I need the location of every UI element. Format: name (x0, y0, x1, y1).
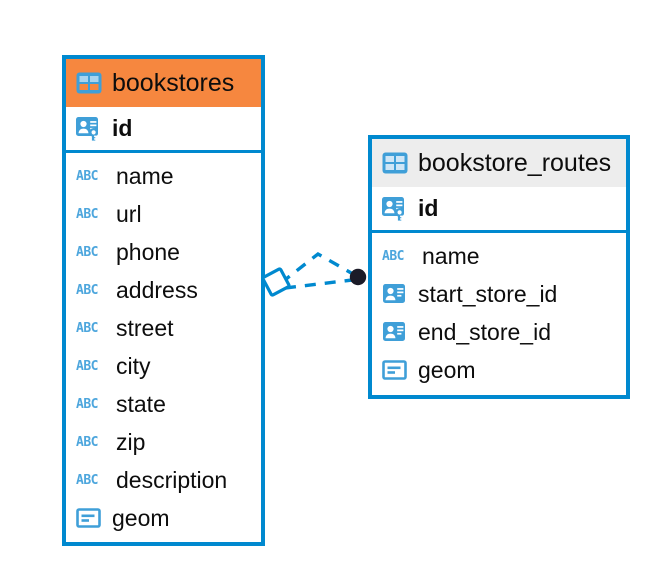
entity-bookstore-routes[interactable]: bookstore_routes (368, 135, 630, 399)
relationship-edge-lower (284, 278, 353, 290)
abc-text-icon: ABC (76, 168, 98, 184)
field-row-id[interactable]: id (372, 187, 626, 233)
table-icon (382, 152, 408, 174)
geometry-icon (76, 507, 102, 529)
field-row-geom[interactable]: geom (372, 351, 626, 389)
field-label: url (116, 200, 142, 227)
field-row-geom[interactable]: geom (66, 499, 261, 537)
field-row-address[interactable]: ABC address (66, 271, 261, 309)
entity-header-bookstore-routes[interactable]: bookstore_routes (372, 139, 626, 187)
field-list-bookstores: ABC name ABC url ABC phone ABC address A… (66, 153, 261, 539)
field-label: geom (418, 356, 476, 383)
abc-text-icon: ABC (76, 358, 98, 374)
field-row-name[interactable]: ABC name (372, 237, 626, 275)
field-row-phone[interactable]: ABC phone (66, 233, 261, 271)
field-label: street (116, 314, 174, 341)
entity-bookstores[interactable]: bookstores (62, 55, 265, 546)
field-label: city (116, 352, 151, 379)
abc-text-icon: ABC (76, 396, 98, 412)
field-label: id (418, 195, 439, 221)
field-label: id (112, 115, 133, 141)
field-list-bookstore-routes: ABC name start_store_id (372, 233, 626, 391)
diamond-marker (261, 267, 291, 297)
field-row-url[interactable]: ABC url (66, 195, 261, 233)
field-row-end-store-id[interactable]: end_store_id (372, 313, 626, 351)
abc-text-icon: ABC (76, 282, 98, 298)
field-label: description (116, 466, 228, 493)
relationship-edge-upper (279, 251, 354, 285)
field-label: geom (112, 504, 170, 531)
abc-text-icon: ABC (76, 434, 98, 450)
primary-key-icon (76, 116, 102, 141)
abc-text-icon: ABC (382, 248, 404, 264)
field-row-street[interactable]: ABC street (66, 309, 261, 347)
field-label: zip (116, 428, 146, 455)
abc-text-icon: ABC (76, 472, 98, 488)
field-row-description[interactable]: ABC description (66, 461, 261, 499)
field-label: name (422, 242, 480, 269)
field-label: phone (116, 238, 180, 265)
field-label: name (116, 162, 174, 189)
entity-title: bookstore_routes (418, 148, 612, 177)
foreign-key-icon (382, 321, 408, 343)
field-row-id[interactable]: id (66, 107, 261, 153)
field-label: state (116, 390, 166, 417)
field-label: end_store_id (418, 318, 551, 345)
foreign-key-icon (382, 283, 408, 305)
filled-circle-marker (349, 268, 367, 286)
field-label: address (116, 276, 198, 303)
field-row-city[interactable]: ABC city (66, 347, 261, 385)
entity-title: bookstores (112, 68, 235, 97)
entity-header-bookstores[interactable]: bookstores (66, 59, 261, 107)
abc-text-icon: ABC (76, 320, 98, 336)
field-row-zip[interactable]: ABC zip (66, 423, 261, 461)
field-row-state[interactable]: ABC state (66, 385, 261, 423)
field-row-name[interactable]: ABC name (66, 157, 261, 195)
primary-key-icon (382, 196, 408, 221)
field-label: start_store_id (418, 280, 558, 307)
abc-text-icon: ABC (76, 206, 98, 222)
table-icon (76, 72, 102, 94)
abc-text-icon: ABC (76, 244, 98, 260)
geometry-icon (382, 359, 408, 381)
field-row-start-store-id[interactable]: start_store_id (372, 275, 626, 313)
